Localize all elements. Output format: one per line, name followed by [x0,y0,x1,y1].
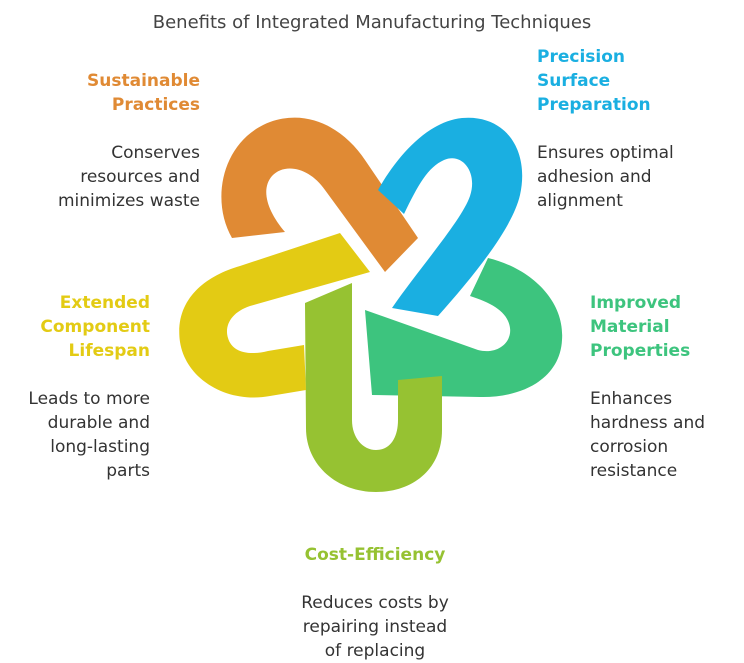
benefit-heading-improved: Improved Material Properties [590,293,691,361]
benefit-heading-precision: Precision Surface Preparation [537,47,651,115]
benefit-description-precision: Ensures optimal adhesion and alignment [537,143,674,211]
loop-shape-yellow [179,233,370,398]
knot-loop-extended [179,233,370,398]
benefit-block-cost: Cost-Efficiency Reduces costs by repairi… [250,543,500,663]
benefit-heading-sustainable: Sustainable Practices [87,71,200,115]
benefit-description-improved: Enhances hardness and corrosion resistan… [590,389,706,481]
loop-shape-lime [305,283,442,492]
benefit-block-sustainable: Sustainable Practices Conserves resource… [40,69,200,213]
benefit-block-extended: Extended Component Lifespan Leads to mor… [0,291,150,483]
loop-shape-blue [378,117,523,316]
loop-shape-green [365,258,563,398]
benefit-description-extended: Leads to more durable and long-lasting p… [28,389,150,481]
diagram-title: Benefits of Integrated Manufacturing Tec… [152,12,592,33]
benefit-heading-extended: Extended Component Lifespan [40,293,150,361]
benefit-block-improved: Improved Material Properties Enhances ha… [590,291,740,483]
knot-loop-improved [365,258,563,398]
loop-shape-orange [221,117,418,272]
benefit-description-cost: Reduces costs by repairing instead of re… [301,593,449,661]
knot-loop-sustainable [221,117,418,272]
benefit-block-precision: Precision Surface Preparation Ensures op… [537,45,727,213]
knot-loop-cost [305,283,442,492]
benefit-heading-cost: Cost-Efficiency [304,545,446,565]
knot-loop-precision [378,117,523,316]
benefit-description-sustainable: Conserves resources and minimizes waste [57,143,200,211]
